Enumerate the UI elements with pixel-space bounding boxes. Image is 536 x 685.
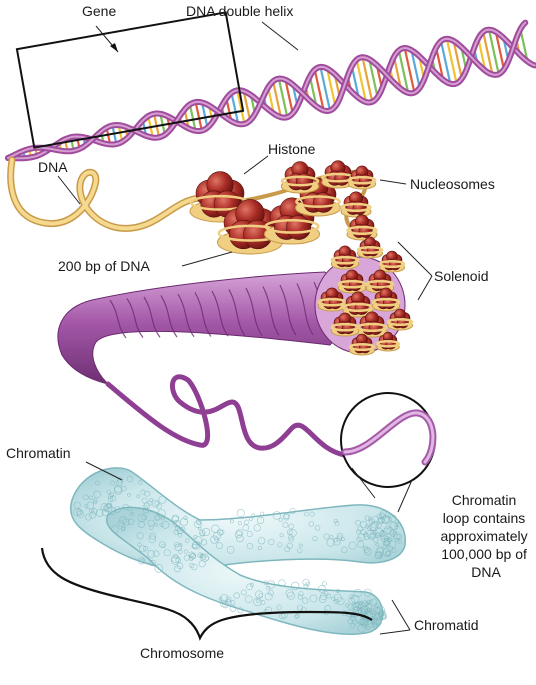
base-pair (272, 81, 283, 118)
label-chromatid: Chromatid (414, 617, 479, 633)
chromatin-texture (73, 475, 403, 633)
chromosome (69, 467, 406, 635)
magnifier-leader-2 (397, 479, 413, 513)
helix-leader (261, 21, 299, 51)
base-pair (188, 104, 197, 132)
label-chromatin-loop-line3: approximately (440, 528, 527, 544)
chromatin-loop-highlight (343, 411, 435, 464)
label-200-bp: 200 bp of DNA (58, 258, 150, 274)
base-pair (236, 90, 246, 125)
base-pair (194, 101, 203, 131)
label-chromatin-loop: Chromatin loop contains approximately 10… (440, 492, 531, 580)
label-chromosome: Chromosome (140, 645, 224, 661)
gene-box (15, 11, 245, 149)
chromatin-fiber-thin (105, 374, 433, 458)
base-pair (445, 38, 458, 84)
solenoid-leader-2 (417, 275, 433, 301)
base-pair (242, 90, 252, 121)
bp-leader (181, 251, 233, 267)
label-chromatin-loop-line1: Chromatin (452, 492, 517, 508)
base-pair (452, 40, 463, 79)
base-pair (326, 68, 337, 107)
base-pair (361, 56, 374, 103)
base-pair (111, 125, 118, 145)
label-nucleosomes: Nucleosomes (410, 176, 495, 192)
magnifier-circle-icon (340, 392, 436, 488)
label-histone: Histone (268, 141, 316, 157)
base-pair (308, 76, 318, 107)
label-chromatin-loop-line4: 100,000 bp of (441, 546, 527, 562)
base-pair (494, 31, 506, 70)
base-pair (277, 78, 289, 118)
base-pair (435, 47, 445, 81)
label-gene: Gene (82, 3, 116, 19)
nucleosomes-leader (379, 179, 407, 185)
dna-strand-highlight (8, 158, 202, 231)
label-dna: DNA (38, 159, 68, 175)
chromatid-leader-2 (379, 629, 411, 635)
base-pair (487, 29, 500, 75)
solenoid-leader-1 (397, 241, 433, 277)
nucleosome-cluster (189, 160, 378, 255)
base-pair (392, 56, 403, 90)
label-solenoid: Solenoid (434, 268, 489, 284)
label-chromatin-loop-line5: DNA (471, 564, 501, 580)
magnifier-leader-1 (351, 467, 376, 499)
base-pair (477, 38, 487, 71)
dna-leader (57, 175, 81, 205)
chromatin-leader (85, 461, 123, 481)
solenoid-coil (314, 236, 414, 356)
chromatid-leader-1 (391, 599, 411, 631)
label-chromatin-loop-line2: loop contains (443, 510, 526, 526)
chromatin-fiber-body (57, 271, 342, 385)
base-pair (482, 31, 494, 75)
base-pair (368, 58, 379, 98)
base-pair (319, 66, 332, 111)
base-pair (410, 49, 421, 89)
base-pair (313, 69, 325, 111)
base-pair (230, 92, 240, 125)
leader-lines (57, 21, 433, 635)
base-pair (200, 102, 209, 128)
base-pair (403, 47, 416, 93)
base-pair (397, 50, 410, 94)
base-pair (284, 79, 294, 114)
base-pair (350, 65, 360, 99)
base-pair (519, 28, 529, 62)
base-pair (439, 40, 452, 84)
curly-brace-icon (40, 547, 373, 641)
base-pair (355, 59, 368, 103)
label-chromatin: Chromatin (6, 445, 71, 461)
label-dna-double-helix: DNA double helix (186, 3, 293, 19)
gene-arrowhead (110, 43, 118, 52)
histone-leader (243, 155, 269, 175)
